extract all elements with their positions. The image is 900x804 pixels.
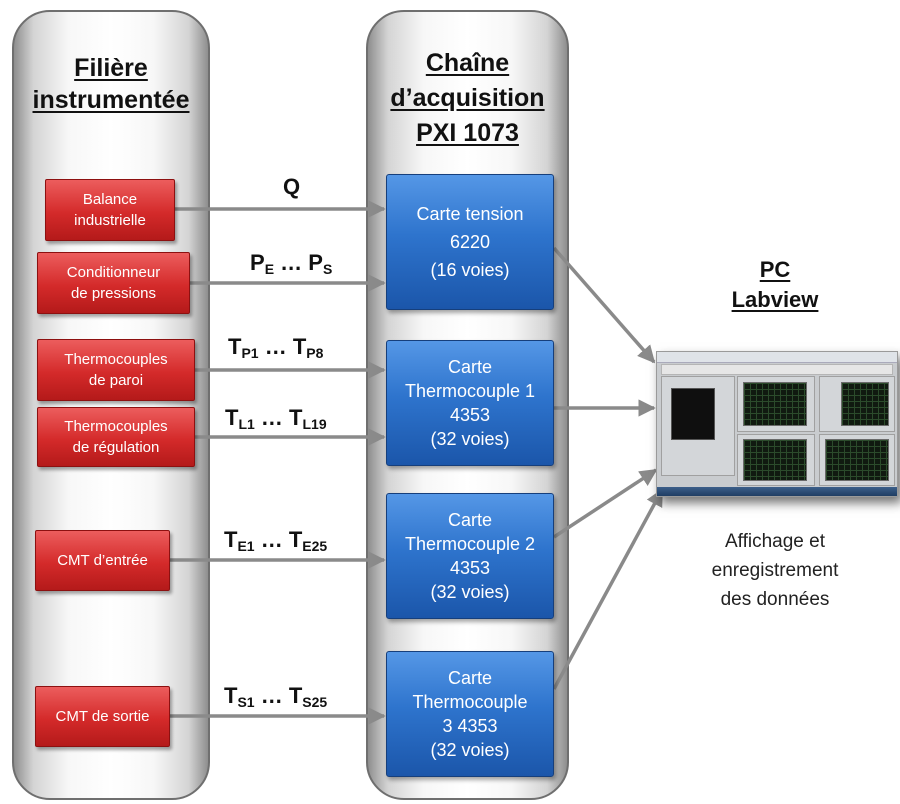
panel-chaine-title-line2: d’acquisition [390,84,545,112]
signal-label-q: Q [283,174,301,199]
source-cmt-entree: CMT d’entrée [35,530,170,591]
signal-label-paroi: TP1 … TP8 [228,334,324,361]
panel-chaine-title-line3: PXI 1073 [416,119,519,147]
panel-filiere-title-line2: instrumentée [32,86,190,114]
screenshot-plot-2 [841,382,889,426]
signal-label-entree: TE1 … TE25 [224,527,328,554]
source-cmt-sortie: CMT de sortie [35,686,170,747]
panel-chaine-title: Chaîne d’acquisition PXI 1073 [368,46,567,151]
arrow-card1-to-pc [552,246,656,364]
screenshot-plot-1 [743,382,807,426]
pc-caption: Affichage et enregistrement des données [711,531,839,610]
card-thermocouple-1: Carte Thermocouple 1 4353 (32 voies) [386,340,554,466]
panel-chaine-title-line1: Chaîne [425,49,510,77]
screenshot-plot-3 [743,439,807,481]
panel-filiere-instrumentee: Filière instrumentée [12,10,210,800]
signal-label-regulation: TL1 … TL19 [225,405,327,432]
card-thermocouple-2: Carte Thermocouple 2 4353 (32 voies) [386,493,554,619]
arrow-card4-to-pc [552,488,664,690]
card-thermocouple-3: Carte Thermocouple 3 4353 (32 voies) [386,651,554,777]
arrow-card3-to-pc [553,468,658,539]
pc-labview-title: PC Labview [731,257,819,312]
panel-filiere-title: Filière instrumentée [14,52,208,116]
card-tension-6220: Carte tension 6220 (16 voies) [386,174,554,310]
signal-label-pressions: PE … PS [250,250,333,277]
labview-screenshot-image [656,351,898,497]
screenshot-black-panel [671,388,715,440]
panel-filiere-title-line1: Filière [74,54,148,82]
screenshot-plot-4 [825,439,889,481]
signal-label-sortie: TS1 … TS25 [224,683,328,710]
